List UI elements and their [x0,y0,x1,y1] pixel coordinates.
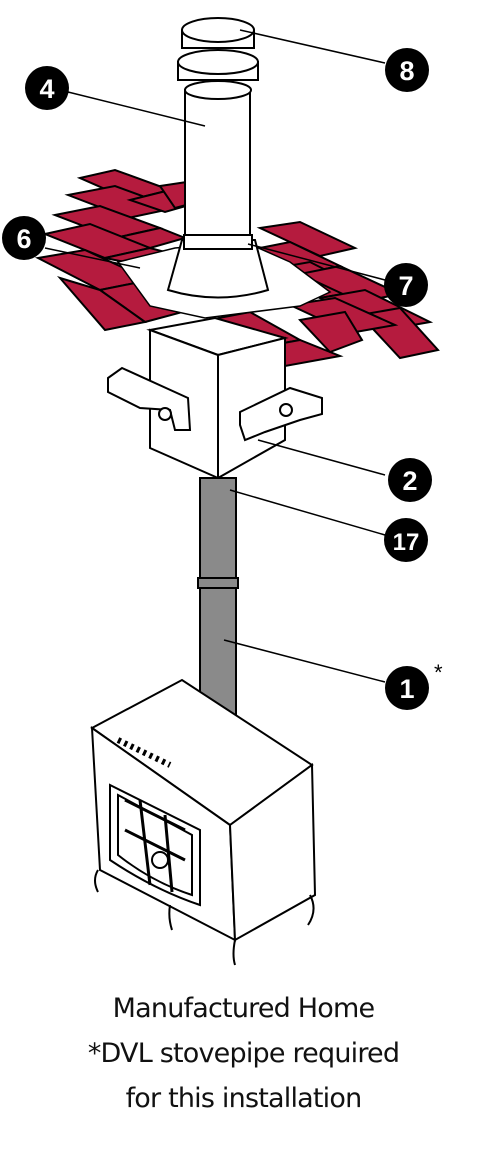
stove-installation-diagram: 8 4 6 7 2 17 1 * [2,17,443,966]
caption-line-1: Manufactured Home [112,993,375,1024]
leader-lines [44,29,386,683]
support-brackets [107,366,323,442]
callout-7: 7 [384,263,428,307]
callout-1-label: 1 [399,674,414,704]
callout-6-label: 6 [16,224,31,254]
wood-stove [90,678,317,966]
callout-8: 8 [385,48,429,92]
callout-1-asterisk: * [434,660,443,685]
callout-2: 2 [388,458,432,502]
callout-6: 6 [2,216,46,260]
caption-line-2: *DVL stovepipe required [87,1038,400,1069]
callout-4: 4 [25,66,69,110]
callout-8-label: 8 [399,56,414,86]
caption: Manufactured Home *DVL stovepipe require… [0,986,487,1121]
callout-1: 1 * [385,660,443,710]
callout-4-label: 4 [39,74,54,104]
caption-line-3: for this installation [125,1083,363,1114]
callout-17: 17 [384,518,428,562]
callout-17-label: 17 [393,529,420,556]
callout-7-label: 7 [398,271,413,301]
chimney-pipe [166,17,270,299]
callout-2-label: 2 [402,466,417,496]
